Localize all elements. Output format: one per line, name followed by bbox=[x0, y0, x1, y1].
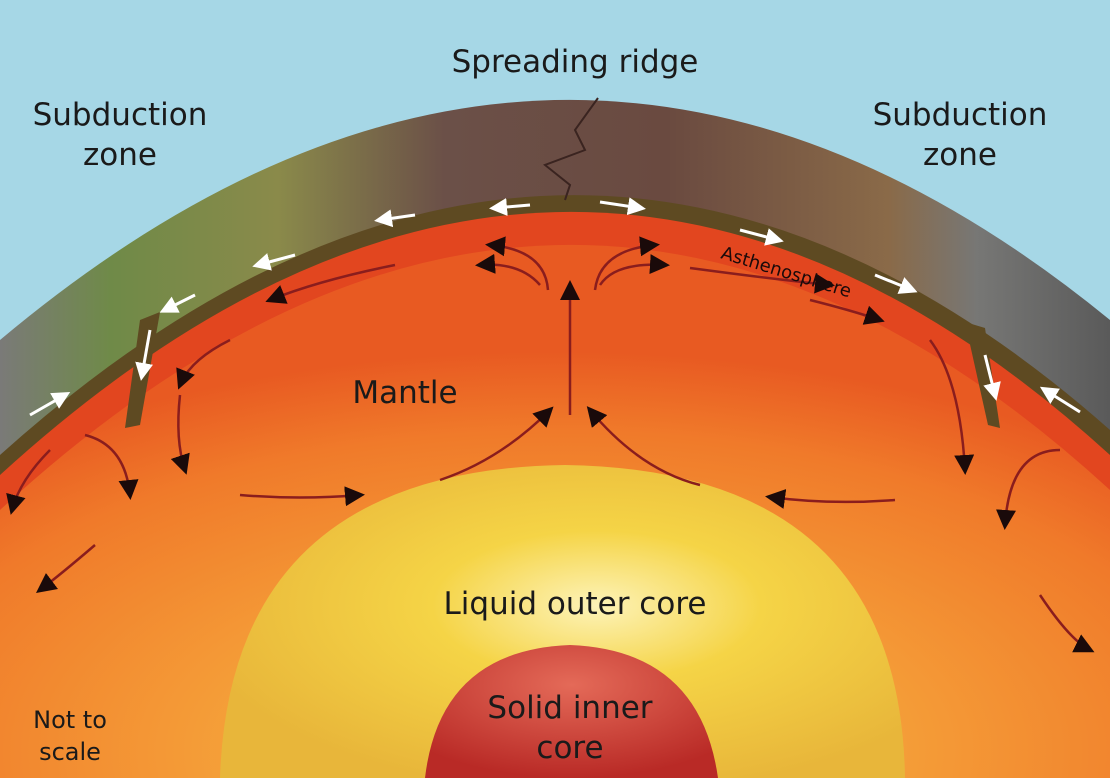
ridge-crack bbox=[543, 97, 599, 201]
subduction-zone-left-label: Subduction zone bbox=[32, 97, 208, 173]
mantle-label: Mantle bbox=[352, 375, 458, 411]
inner-core-label: Solid inner core bbox=[487, 690, 653, 766]
plate-motion-arrows bbox=[29, 197, 1081, 417]
inner-core bbox=[425, 645, 718, 778]
outer-core bbox=[220, 465, 905, 778]
outer-core-label: Liquid outer core bbox=[443, 586, 707, 622]
scale-note-label: Not to scale bbox=[33, 706, 107, 766]
convection-arrows bbox=[6, 236, 1095, 653]
subduction-zone-right-label: Subduction zone bbox=[872, 97, 1048, 173]
subducting-slab-right bbox=[965, 322, 1000, 428]
spreading-ridge-label: Spreading ridge bbox=[451, 44, 699, 80]
